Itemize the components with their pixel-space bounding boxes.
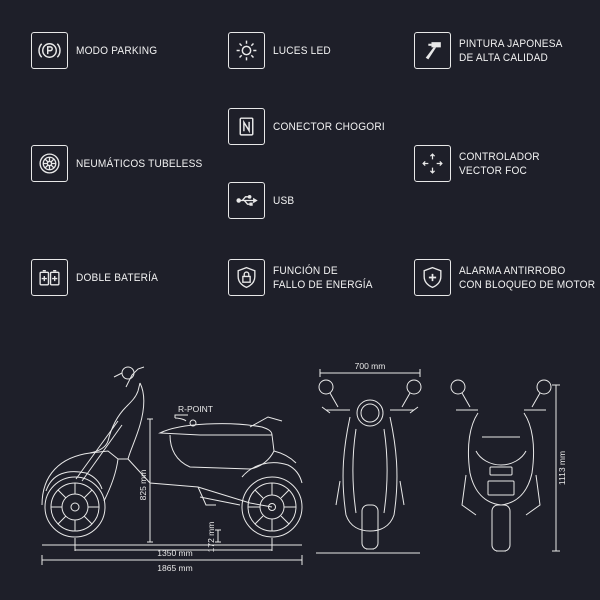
- feature-foc: CONTROLADOR VECTOR FOC: [414, 145, 547, 182]
- feature-power: FUNCIÓN DE FALLO DE ENERGÍA: [228, 259, 381, 296]
- lock-shield-icon: [228, 259, 265, 296]
- scooter-dimension-diagram: R-POINT 825 mm 172 mm 1350 mm 1865 mm 70…: [41, 361, 567, 573]
- feature-alarm: ALARMA ANTIRROBO CON BLOQUEO DE MOTOR: [414, 259, 600, 296]
- feature-paint: PINTURA JAPONESA DE ALTA CALIDAD: [414, 32, 572, 69]
- scooter-side-view: [41, 366, 303, 538]
- paint-gun-icon: [414, 32, 451, 69]
- total-length-label: 1865 mm: [157, 563, 192, 573]
- feature-chogori: CONECTOR CHOGORI: [228, 108, 395, 145]
- feature-led: LUCES LED: [228, 32, 336, 69]
- scooter-front-view: [318, 379, 422, 550]
- feature-parking: MODO PARKING: [31, 32, 164, 69]
- feature-tubeless: NEUMÁTICOS TUBELESS: [31, 145, 213, 182]
- usb-icon: [228, 182, 265, 219]
- feature-label: FUNCIÓN DE FALLO DE ENERGÍA: [273, 264, 373, 291]
- sun-icon: [228, 32, 265, 69]
- feature-label: NEUMÁTICOS TUBELESS: [76, 157, 203, 170]
- feature-battery: DOBLE BATERÍA: [31, 259, 165, 296]
- wheelbase-label: 1350 mm: [157, 548, 192, 558]
- feature-label: PINTURA JAPONESA DE ALTA CALIDAD: [459, 37, 563, 64]
- tire-icon: [31, 145, 68, 182]
- shield-plus-icon: [414, 259, 451, 296]
- parking-icon: [31, 32, 68, 69]
- feature-label: DOBLE BATERÍA: [76, 271, 159, 284]
- total-height-label: 1113 mm: [557, 451, 567, 485]
- r-point-label: R-POINT: [178, 404, 213, 414]
- feature-label: CONECTOR CHOGORI: [273, 120, 385, 133]
- feature-label: MODO PARKING: [76, 44, 158, 57]
- scooter-rear-view: [450, 379, 552, 552]
- side-dimension-lines: [41, 414, 303, 565]
- front-rear-dimension-lines: [316, 369, 560, 554]
- feature-label: USB: [273, 194, 295, 207]
- feature-label: CONTROLADOR VECTOR FOC: [459, 150, 540, 177]
- arrows-icon: [414, 145, 451, 182]
- feature-label: LUCES LED: [273, 44, 331, 57]
- connector-icon: [228, 108, 265, 145]
- seat-height-label: 825 mm: [138, 470, 148, 501]
- ground-clearance-label: 172 mm: [206, 522, 216, 553]
- width-label: 700 mm: [355, 361, 386, 371]
- feature-usb: USB: [228, 182, 296, 219]
- feature-label: ALARMA ANTIRROBO CON BLOQUEO DE MOTOR: [459, 264, 596, 291]
- battery-icon: [31, 259, 68, 296]
